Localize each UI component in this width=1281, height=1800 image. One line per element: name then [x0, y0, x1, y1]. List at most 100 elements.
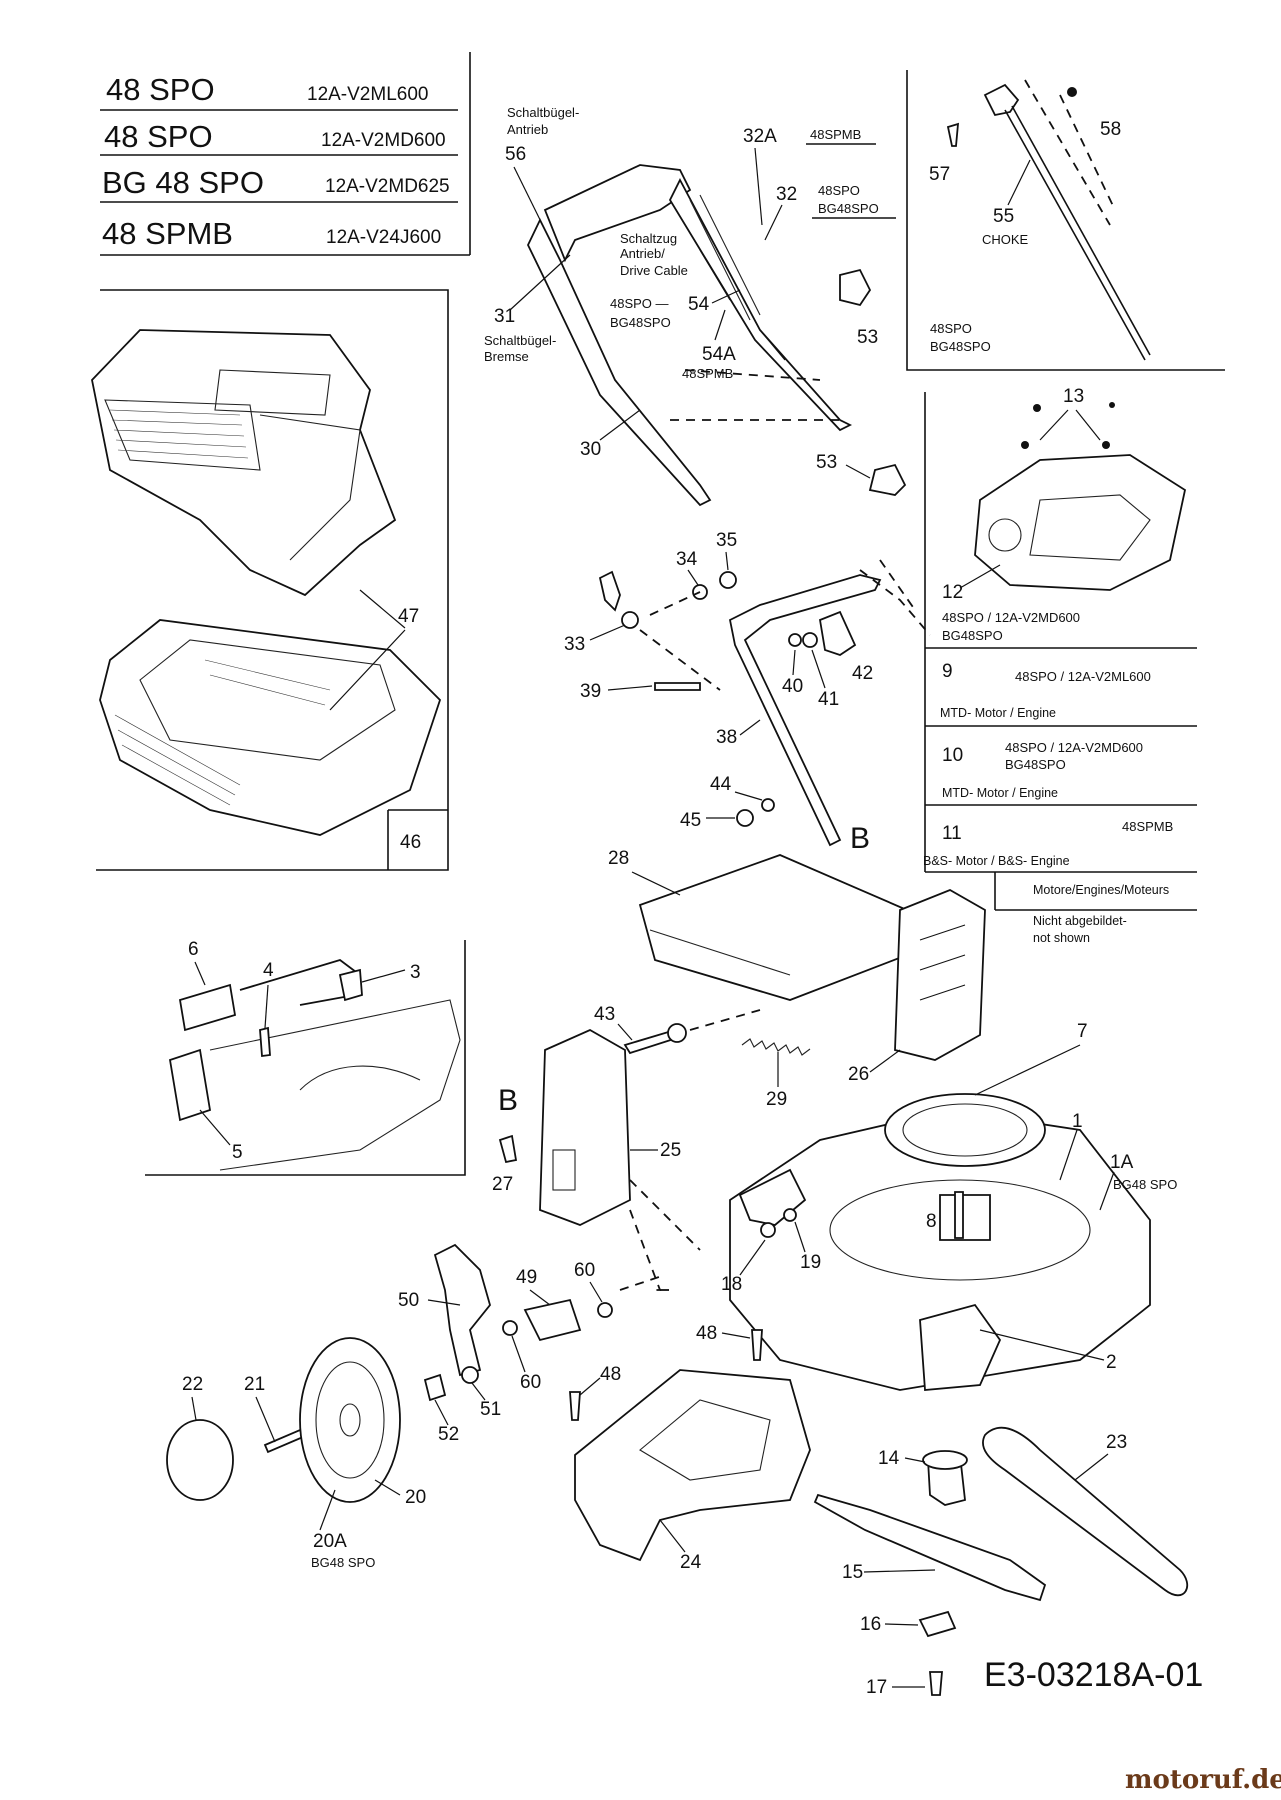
note-32-model-a: 48SPO	[818, 183, 860, 198]
callout-14: 14	[878, 1448, 900, 1469]
note-54-model-a: 48SPO —	[610, 296, 669, 311]
screw-57	[946, 122, 960, 147]
note-54-model-b: BG48SPO	[610, 315, 671, 330]
mulch-flap-5	[168, 1048, 212, 1122]
nut-35	[719, 571, 737, 589]
screw-4	[259, 1026, 271, 1058]
blade-bolt-17	[929, 1671, 943, 1696]
row-11-number: 11	[942, 823, 962, 844]
callout-16: 16	[860, 1614, 881, 1635]
callout-44: 44	[710, 774, 732, 795]
screw-58	[1067, 87, 1077, 97]
callout-3: 3	[410, 962, 421, 983]
callout-27: 27	[492, 1174, 513, 1195]
watermark: motoruf.de	[1125, 1765, 1281, 1795]
callout-45: 45	[680, 810, 701, 831]
row-11-engine: B&S- Motor / B&S- Engine	[923, 854, 1070, 868]
rear-flap-assembly: 28 26 29 43	[594, 848, 986, 1110]
callout-40: 40	[782, 676, 803, 697]
note-54a-model: 48SPMB	[682, 366, 733, 381]
note-choke: CHOKE	[982, 232, 1029, 247]
note-32a-model: 48SPMB	[810, 127, 861, 142]
note-choke-model-a: 48SPO	[930, 321, 972, 336]
wheel-20	[299, 1337, 401, 1503]
model-table: 48 SPO 12A-V2ML600 48 SPO 12A-V2MD600 BG…	[100, 52, 471, 256]
row-10-number: 10	[942, 745, 963, 766]
callout-13: 13	[1063, 386, 1084, 407]
callout-53-upper: 53	[857, 327, 878, 348]
washer-19	[783, 1208, 797, 1222]
callout-23: 23	[1106, 1432, 1127, 1453]
note-drive-cable-1: Schaltzug	[620, 231, 677, 246]
callout-35: 35	[716, 530, 737, 551]
engine-cover-12	[974, 454, 1187, 591]
callout-52: 52	[438, 1424, 459, 1445]
axle-bolt-52	[423, 1373, 447, 1402]
rear-flap-28	[638, 854, 932, 1001]
engine-table: 13 12 48SPO / 12A-V2MD600 BG48SPO 9 48SP…	[923, 386, 1197, 945]
model-code-4: 12A-V24J600	[326, 227, 441, 248]
model-name-4: 48 SPMB	[102, 216, 233, 251]
bracket-3	[338, 968, 363, 1002]
not-shown-1: Nicht abgebildet-	[1033, 914, 1127, 928]
callout-57: 57	[929, 164, 950, 185]
part-6	[178, 983, 237, 1032]
callout-1a: 1A	[1110, 1152, 1134, 1173]
callout-54: 54	[688, 294, 710, 315]
row-9-model: 48SPO / 12A-V2ML600	[1015, 669, 1151, 684]
callout-47: 47	[398, 606, 419, 627]
handle-assembly: Schaltbügel- Antrieb 56 32A 48SPMB 32 48…	[484, 105, 907, 507]
row-9-number: 9	[942, 661, 953, 682]
nut-45	[736, 809, 754, 827]
blade-15	[813, 1493, 1047, 1602]
handle-right-lower	[668, 178, 853, 432]
washer-44	[761, 798, 775, 812]
model-code-2: 12A-V2MD600	[321, 130, 446, 151]
grass-catcher-panel: 46 47	[91, 289, 449, 871]
callout-2: 2	[1106, 1352, 1117, 1373]
callout-54a: 54A	[702, 344, 736, 365]
callout-5: 5	[232, 1142, 243, 1163]
callout-31: 31	[494, 306, 515, 327]
callout-20: 20	[405, 1487, 426, 1508]
screw-48-upper	[751, 1329, 763, 1361]
rear-frame-26	[894, 889, 986, 1061]
callout-29: 29	[766, 1089, 787, 1110]
drive-belt-23	[982, 1426, 1189, 1597]
note-schaltbuegel-antrieb-1: Schaltbügel-	[507, 105, 579, 120]
callout-25: 25	[660, 1140, 681, 1161]
callout-58: 58	[1100, 119, 1121, 140]
note-32-model-b: BG48SPO	[818, 201, 879, 216]
deck-assembly: 8 7 1 1A BG48 SPO 2 18 19	[721, 1021, 1177, 1391]
callout-42: 42	[852, 663, 873, 684]
callout-53-lower: 53	[816, 452, 837, 473]
marker-b-lower: B	[498, 1084, 518, 1117]
note-schaltbuegel-antrieb-2: Antrieb	[507, 122, 548, 137]
choke-lever	[983, 83, 1020, 117]
handle-knob-42	[818, 610, 857, 656]
model-code-1: 12A-V2ML600	[307, 84, 428, 105]
blade-assembly: 14 15 16 17 23	[813, 1426, 1189, 1698]
callout-15: 15	[842, 1562, 863, 1583]
model-code-3: 12A-V2MD625	[325, 176, 450, 197]
front-detail-panel: 6 3 4 5	[145, 939, 466, 1176]
row-11-model: 48SPMB	[1122, 819, 1173, 834]
callout-1: 1	[1072, 1111, 1083, 1132]
choke-panel: 58 57 55 CHOKE 48SPO BG48SPO	[906, 70, 1225, 371]
callout-60-lower: 60	[520, 1372, 541, 1393]
callout-12: 12	[942, 582, 963, 603]
callout-48-lower: 48	[600, 1364, 621, 1385]
callout-19: 19	[800, 1252, 821, 1273]
not-shown-2: not shown	[1033, 931, 1090, 945]
callout-46: 46	[400, 832, 421, 853]
diagram-id: E3-03218A-01	[984, 1656, 1203, 1694]
callout-32: 32	[776, 184, 797, 205]
height-adjuster-25	[539, 1028, 631, 1226]
callout-51: 51	[480, 1399, 501, 1420]
upper-handle-38	[728, 574, 882, 847]
model-name-2: 48 SPO	[104, 119, 213, 154]
bracket-33	[598, 570, 621, 612]
cable-clip-upper	[839, 268, 872, 307]
row-10-model-b: BG48SPO	[1005, 757, 1066, 772]
callout-43: 43	[594, 1004, 615, 1025]
